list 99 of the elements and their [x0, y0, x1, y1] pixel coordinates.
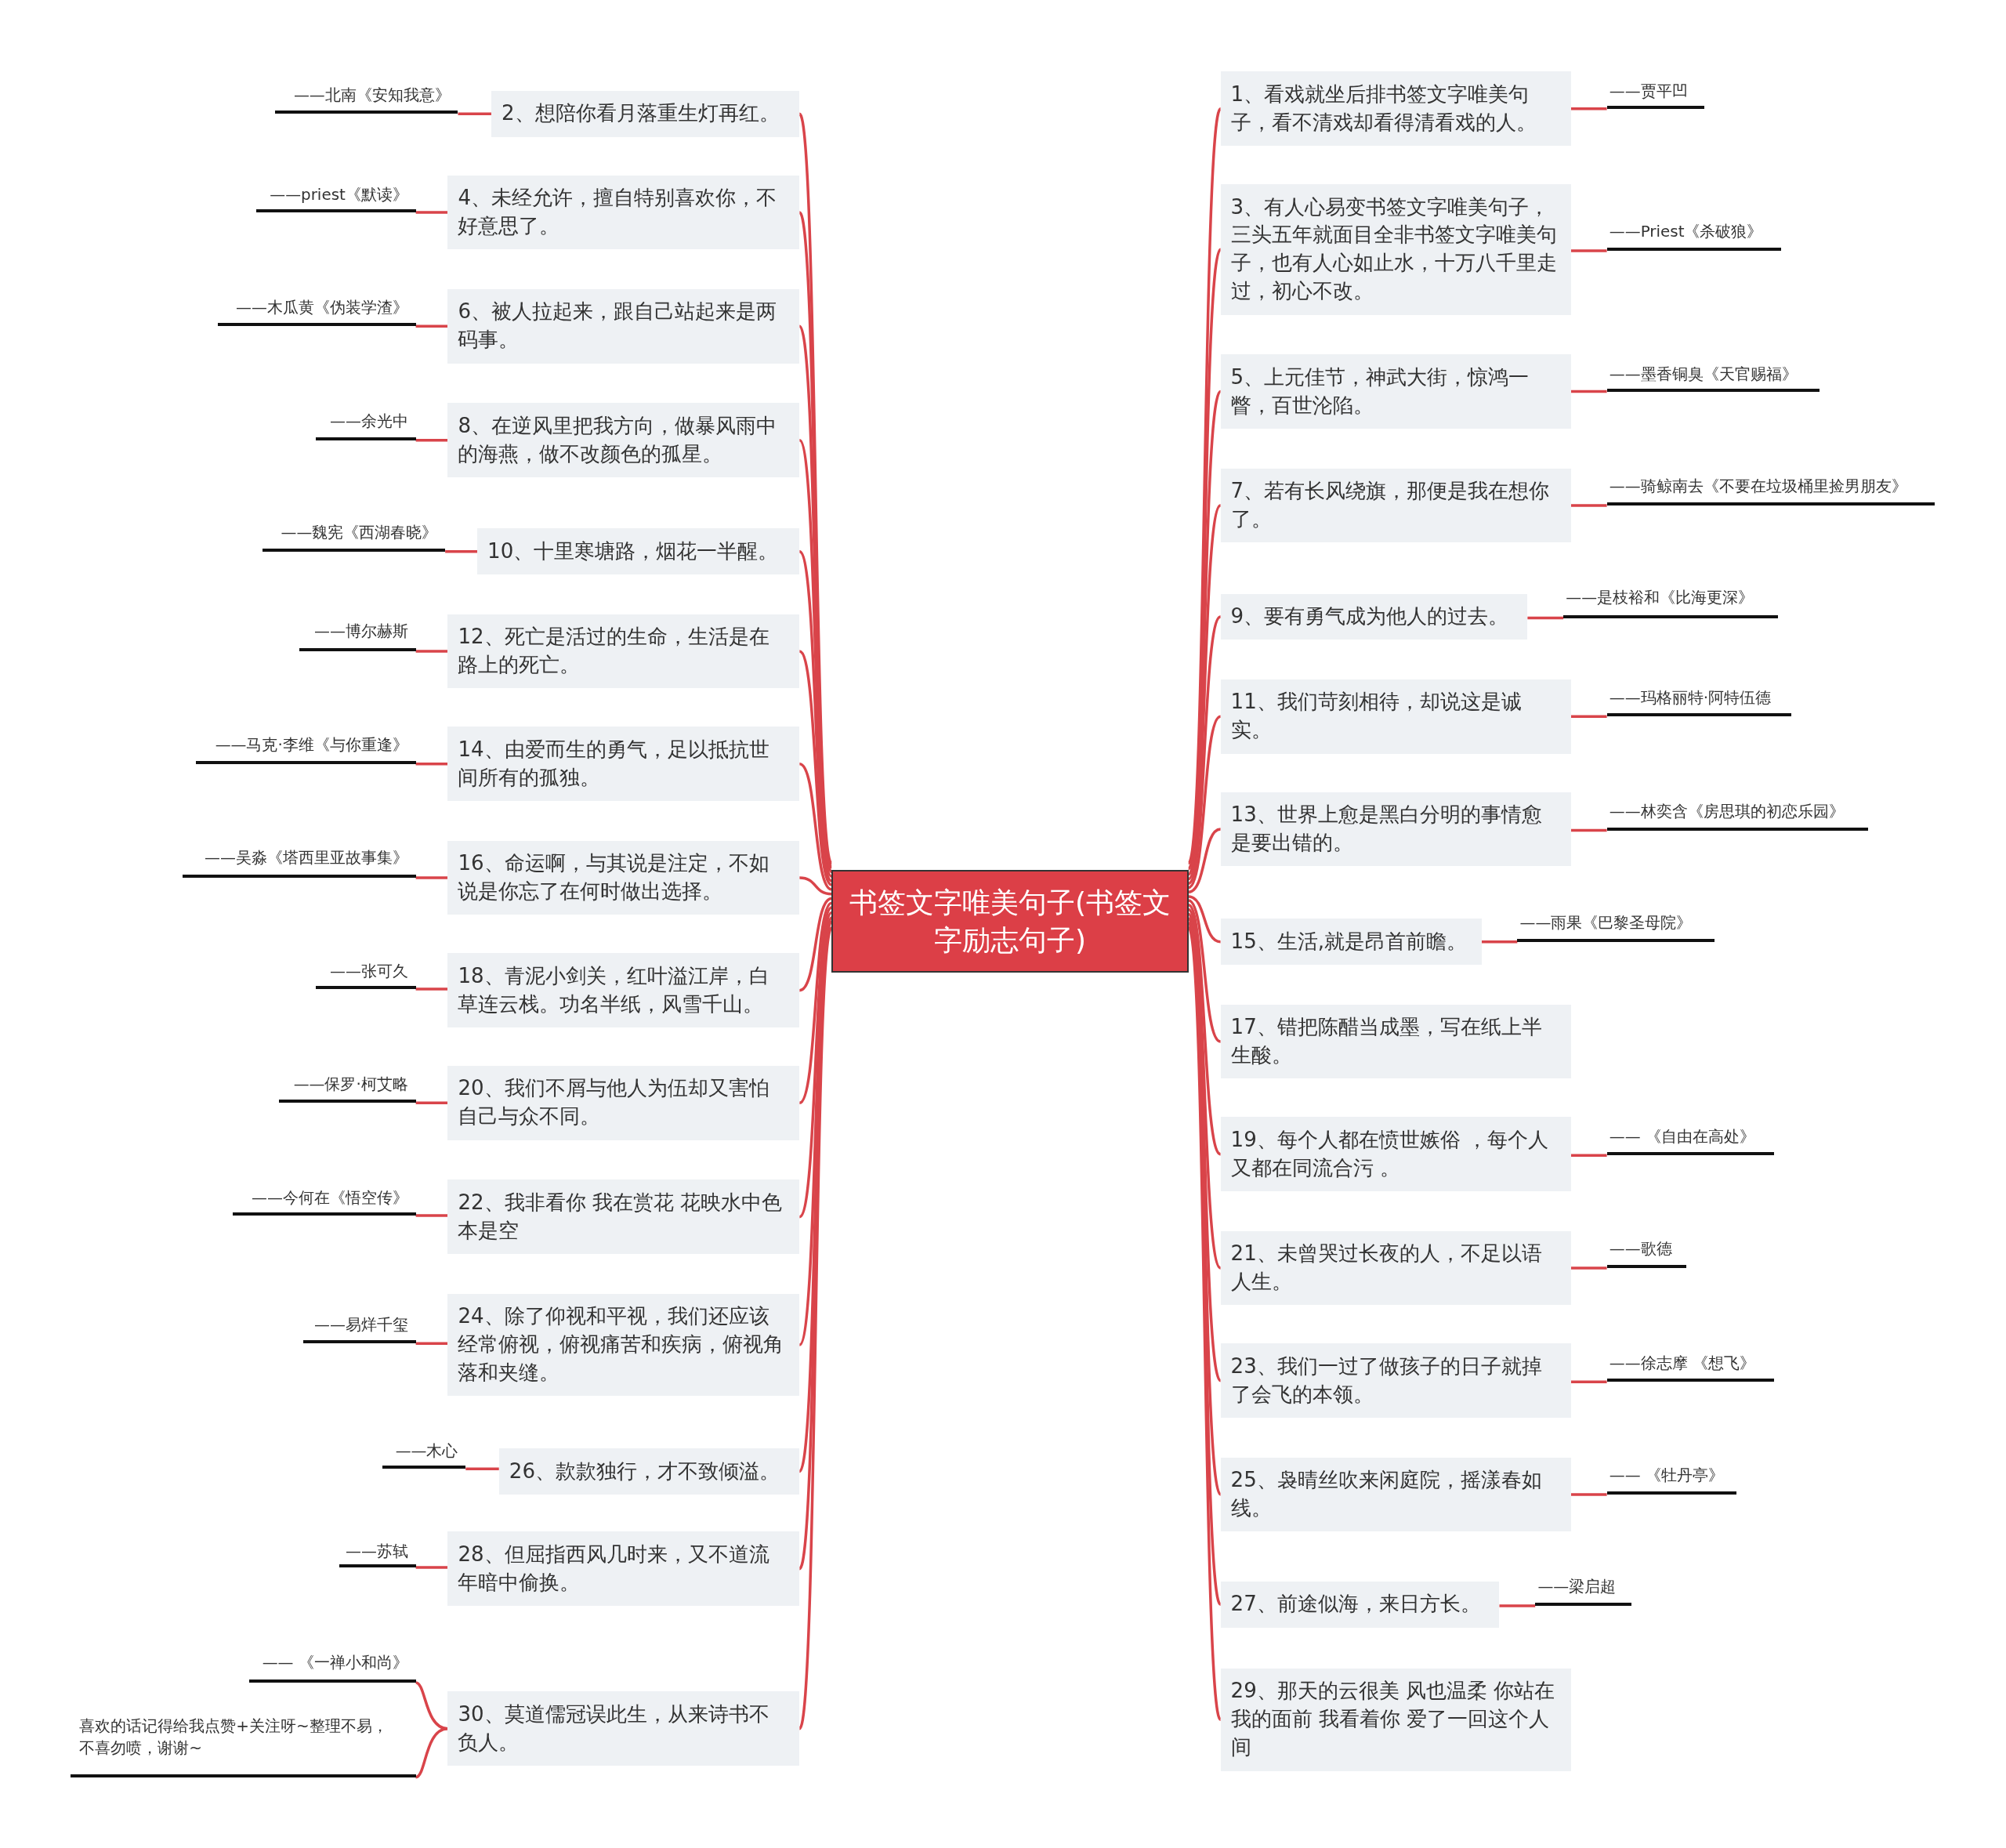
attribution-text: ——张可久	[316, 961, 416, 989]
connector-line	[1570, 1266, 1607, 1270]
connector-line	[1570, 504, 1607, 507]
quote-box: 3、有人心易变书签文字唯美句子，三头五年就面目全非书签文字唯美句子，也有人心如止水，十万八千里走过，初心不改。	[1220, 184, 1571, 315]
connector-line	[445, 549, 477, 553]
connector-line	[415, 762, 448, 766]
connector-line	[1481, 940, 1518, 944]
attribution-text: ——木瓜黄《伪装学渣》	[217, 296, 416, 327]
quote-box: 14、由爱而生的勇气，足以抵抗世间所有的孤独。	[447, 727, 800, 802]
attribution-text: ——博尔赫斯	[299, 620, 416, 651]
attribution-text: ——木心	[382, 1440, 466, 1469]
connector-line	[1570, 107, 1607, 111]
quote-box: 20、我们不屑与他人为伍却又害怕自己与众不同。	[447, 1066, 800, 1140]
central-topic: 书签文字唯美句子(书签文字励志句子)	[831, 870, 1189, 973]
connector-line	[415, 1727, 448, 1779]
connector-line	[798, 650, 833, 886]
quote-box: 2、想陪你看月落重生灯再红。	[491, 90, 800, 137]
connector-line	[458, 112, 491, 116]
quote-box: 21、未曾哭过长夜的人，不足以语人生。	[1220, 1230, 1571, 1306]
connector-line	[1188, 895, 1221, 944]
attribution-text: ——今何在《悟空传》	[233, 1187, 416, 1216]
attribution-text: ——保罗·柯艾略	[278, 1073, 416, 1103]
connector-line	[1570, 249, 1607, 252]
connector-line	[798, 897, 832, 992]
quote-box: 11、我们苛刻相待，却说这是诚实。	[1220, 679, 1571, 754]
quote-box: 16、命运啊，与其说是注定，不如说是你忘了在何时做出选择。	[447, 840, 800, 915]
quote-box: 17、错把陈醋当成墨，写在纸上半生酸。	[1220, 1004, 1571, 1079]
connector-line	[465, 1467, 499, 1471]
connector-line	[1570, 715, 1607, 719]
attribution-text: ——贾平凹	[1606, 80, 1704, 109]
attribution-text: ——北南《安知我意》	[275, 84, 458, 114]
connector-line	[415, 438, 448, 442]
connector-line	[1570, 390, 1607, 393]
attribution-text: ——歌德	[1606, 1238, 1686, 1268]
connector-line	[799, 876, 832, 896]
attribution-text: —— 《自由在高处》	[1606, 1125, 1775, 1156]
connector-line	[1570, 1380, 1607, 1383]
attribution-text: ——是枝裕和《比海更深》	[1563, 587, 1779, 618]
connector-line	[1187, 615, 1222, 885]
attribution-text: ——马克·李维《与你重逢》	[195, 734, 416, 764]
connector-line	[1499, 1604, 1536, 1607]
attribution-text: ——魏宪《西湖春晓》	[262, 522, 446, 552]
quote-box: 23、我们一过了做孩子的日子就掉了会飞的本领。	[1220, 1343, 1571, 1418]
quote-box: 15、生活,就是昂首前瞻。	[1220, 919, 1482, 965]
connector-line	[415, 650, 448, 653]
quote-box: 18、青泥小剑关，红叶溢江岸，白草连云栈。功名半纸，风雪千山。	[447, 953, 800, 1027]
quote-box: 26、款款独行，才不致倾溢。	[498, 1448, 800, 1495]
quote-box: 24、除了仰视和平视，我们还应该经常俯视，俯视痛苦和疾病，俯视角落和夹缝。	[447, 1293, 800, 1397]
quote-box: 12、死亡是活过的生命，生活是在路上的死亡。	[447, 614, 800, 689]
attribution-text: ——Priest《杀破狼》	[1606, 221, 1781, 251]
connector-line	[415, 1101, 448, 1105]
quote-box: 8、在逆风里把我方向，做暴风雨中的海燕，做不改颜色的孤星。	[447, 403, 800, 477]
attribution-text: ——易烊千玺	[302, 1314, 416, 1344]
connector-line	[415, 987, 448, 991]
connector-line	[415, 211, 448, 214]
connector-line	[798, 763, 833, 891]
quote-box: 25、袅晴丝吹来闲庭院，摇漾春如线。	[1220, 1457, 1571, 1532]
connector-line	[1187, 899, 1222, 1043]
attribution-text: —— 《牡丹亭》	[1606, 1465, 1736, 1495]
quote-box: 7、若有长风绕旗，那便是我在想你了。	[1220, 468, 1571, 543]
attribution-text: ——墨香铜臭《天官赐福》	[1606, 363, 1820, 392]
quote-box: 28、但屈指西风几时来，又不道流年暗中偷换。	[447, 1531, 800, 1606]
attribution-text: ——priest《默读》	[255, 184, 416, 212]
attribution-text: ——骑鲸南去《不要在垃圾桶里捡男朋友》	[1606, 476, 1935, 505]
quote-box: 6、被人拉起来，跟自己站起来是两码事。	[447, 288, 800, 364]
quote-box: 30、莫道儒冠误此生，从来诗书不负人。	[447, 1691, 800, 1766]
attribution-text: ——苏轼	[339, 1540, 416, 1567]
connector-line	[1527, 616, 1564, 620]
connector-line	[415, 1566, 448, 1569]
connector-line	[1570, 1493, 1607, 1496]
connector-line	[1187, 715, 1222, 889]
attribution-text: ——吴淼《塔西里亚故事集》	[183, 846, 416, 878]
connector-line	[1570, 1154, 1607, 1158]
attribution-text: ——林奕含《房思琪的初恋乐园》	[1606, 801, 1868, 831]
connector-line	[1188, 828, 1222, 893]
quote-box: 10、十里寒塘路，烟花一半醒。	[476, 528, 800, 575]
attribution-text: ——玛格丽特·阿特伍德	[1606, 687, 1791, 717]
quote-box: 27、前途似海，来日方长。	[1220, 1581, 1500, 1628]
quote-box: 19、每个人都在愤世嫉俗 ，每个人又都在同流合污 。	[1220, 1117, 1571, 1191]
connector-line	[415, 1342, 448, 1346]
connector-line	[1187, 904, 1222, 1155]
connector-line	[415, 324, 448, 328]
quote-box: 22、我非看你 我在赏花 花映水中色本是空	[447, 1179, 800, 1254]
quote-box: 5、上元佳节，神武大街，惊鸿一瞥，百世沦陷。	[1220, 354, 1571, 429]
attribution-text: ——余光中	[316, 411, 416, 440]
connector-line	[415, 876, 448, 879]
attribution-text: ——梁启超	[1535, 1576, 1631, 1606]
connector-line	[1570, 828, 1607, 832]
attribution-text: ——徐志摩 《想飞》	[1606, 1352, 1775, 1382]
connector-line	[798, 901, 833, 1104]
attribution-text: ——雨果《巴黎圣母院》	[1517, 912, 1715, 942]
quote-box: 4、未经允许，擅自特别喜欢你，不好意思了。	[447, 175, 800, 250]
quote-box: 29、那天的云很美 风也温柔 你站在我的面前 我看着你 爱了一回这个人间	[1220, 1668, 1571, 1771]
quote-box: 13、世界上愈是黑白分明的事情愈是要出错的。	[1220, 792, 1571, 867]
connector-line	[415, 1214, 448, 1217]
quote-box: 1、看戏就坐后排书签文字唯美句子，看不清戏却看得清看戏的人。	[1220, 71, 1571, 147]
attribution-text: —— 《一禅小和尚》	[249, 1651, 416, 1683]
quote-box: 9、要有勇气成为他人的过去。	[1220, 593, 1528, 640]
note-text: 喜欢的话记得给我点赞+关注呀~整理不易，不喜勿喷，谢谢~	[70, 1716, 416, 1777]
